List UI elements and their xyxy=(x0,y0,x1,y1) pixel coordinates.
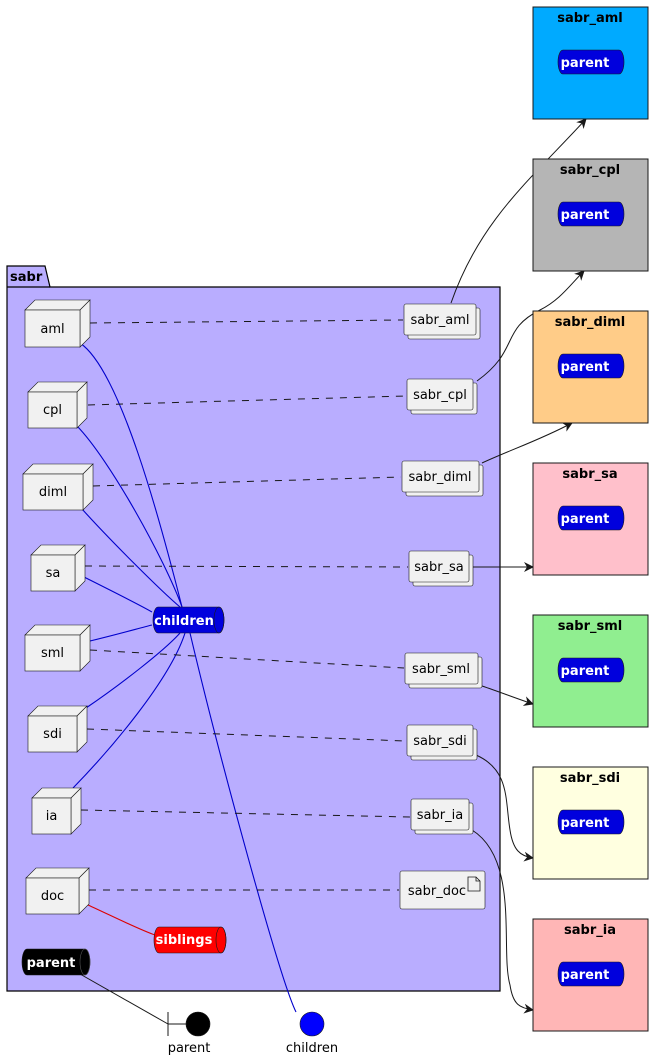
interface-circle xyxy=(299,1011,325,1037)
node-label: sdi xyxy=(43,727,62,742)
collection-sabr_sdi[interactable]: sabr_sdi xyxy=(406,724,478,761)
component-sabr_sa[interactable]: sabr_sa parent xyxy=(532,462,649,576)
queue-label: children xyxy=(154,614,214,629)
component-queue-label: parent xyxy=(561,360,610,375)
node-label: diml xyxy=(39,485,67,500)
queue-label: siblings xyxy=(156,933,213,948)
node-label: aml xyxy=(40,322,64,337)
node-sdi[interactable]: sdi xyxy=(27,705,88,753)
node-label: ia xyxy=(46,809,58,824)
component-queue-label: parent xyxy=(561,816,610,831)
component-sabr_sdi[interactable]: sabr_sdi parent xyxy=(532,766,649,880)
collection-label: sabr_cpl xyxy=(413,388,467,403)
component-sabr_sml[interactable]: sabr_sml parent xyxy=(532,614,649,728)
node-diml[interactable]: diml xyxy=(22,463,94,511)
node-sml[interactable]: sml xyxy=(24,624,91,672)
interface-circle xyxy=(185,1011,211,1037)
package-sabr[interactable]: sabr xyxy=(6,265,501,992)
queue-siblings[interactable]: siblings xyxy=(153,926,227,954)
node-cpl[interactable]: cpl xyxy=(27,381,88,429)
component-queue-label: parent xyxy=(561,664,610,679)
children-edges xyxy=(72,342,297,1013)
collection-label: sabr_aml xyxy=(410,313,469,328)
collection-label: sabr_sdi xyxy=(413,734,466,749)
interface-label: children xyxy=(286,1041,338,1056)
node-label: sa xyxy=(46,566,61,581)
collection-sabr_sa[interactable]: sabr_sa xyxy=(408,550,474,587)
node-collection-dashes xyxy=(80,319,411,891)
node-sa[interactable]: sa xyxy=(30,544,86,592)
collection-sabr_cpl[interactable]: sabr_cpl xyxy=(406,378,478,415)
interface-label: parent xyxy=(168,1041,211,1056)
queue-children[interactable]: children xyxy=(152,606,225,634)
artifact-sabr_doc[interactable]: sabr_doc xyxy=(399,870,486,910)
component-sabr_diml[interactable]: sabr_diml parent xyxy=(532,310,649,424)
component-queue-label: parent xyxy=(561,968,610,983)
component-title: sabr_sml xyxy=(558,619,622,634)
node-label: sml xyxy=(41,646,64,661)
artifact-label: sabr_doc xyxy=(408,884,466,899)
collection-label: sabr_ia xyxy=(417,808,463,823)
node-label: doc xyxy=(41,889,64,904)
component-queue-label: parent xyxy=(561,56,610,71)
component-sabr_cpl[interactable]: sabr_cpl parent xyxy=(532,158,649,272)
component-sabr_ia[interactable]: sabr_ia parent xyxy=(532,918,649,1032)
collection-label: sabr_diml xyxy=(409,470,472,485)
component-title: sabr_ia xyxy=(564,923,616,938)
node-aml[interactable]: aml xyxy=(24,299,91,348)
collection-label: sabr_sa xyxy=(414,560,464,575)
component-title: sabr_sa xyxy=(562,467,617,482)
node-ia[interactable]: ia xyxy=(31,787,82,835)
collection-sabr_sml[interactable]: sabr_sml xyxy=(404,652,483,689)
queue-parent[interactable]: parent xyxy=(21,948,91,976)
interface-parent[interactable]: parent xyxy=(167,1011,211,1056)
interface-children[interactable]: children xyxy=(286,1011,338,1056)
component-sabr_aml[interactable]: sabr_aml parent xyxy=(532,6,649,120)
queue-label: parent xyxy=(27,956,76,971)
collection-sabr_ia[interactable]: sabr_ia xyxy=(410,798,474,835)
component-title: sabr_aml xyxy=(557,11,623,26)
component-title: sabr_sdi xyxy=(560,771,620,786)
collection-sabr_aml[interactable]: sabr_aml xyxy=(403,303,481,340)
nodes: aml cpl diml sa sml xyxy=(22,299,94,915)
component-queue-label: parent xyxy=(561,512,610,527)
collection-label: sabr_sml xyxy=(412,662,470,677)
parent-edge xyxy=(79,973,169,1025)
components: sabr_aml parent sabr_cpl parent sabr_dim… xyxy=(532,6,649,1032)
collection-sabr_diml[interactable]: sabr_diml xyxy=(401,460,484,497)
artifact-icon xyxy=(467,876,481,892)
component-title: sabr_diml xyxy=(555,315,626,330)
package-title: sabr xyxy=(10,270,43,285)
component-queue-label: parent xyxy=(561,208,610,223)
collections: sabr_aml sabr_cpl sabr_diml sabr_sa sabr… xyxy=(401,303,484,835)
node-doc[interactable]: doc xyxy=(25,867,90,915)
siblings-edge xyxy=(87,904,156,936)
collection-component-arrows xyxy=(450,118,587,1014)
node-label: cpl xyxy=(43,403,62,418)
component-title: sabr_cpl xyxy=(560,163,620,178)
